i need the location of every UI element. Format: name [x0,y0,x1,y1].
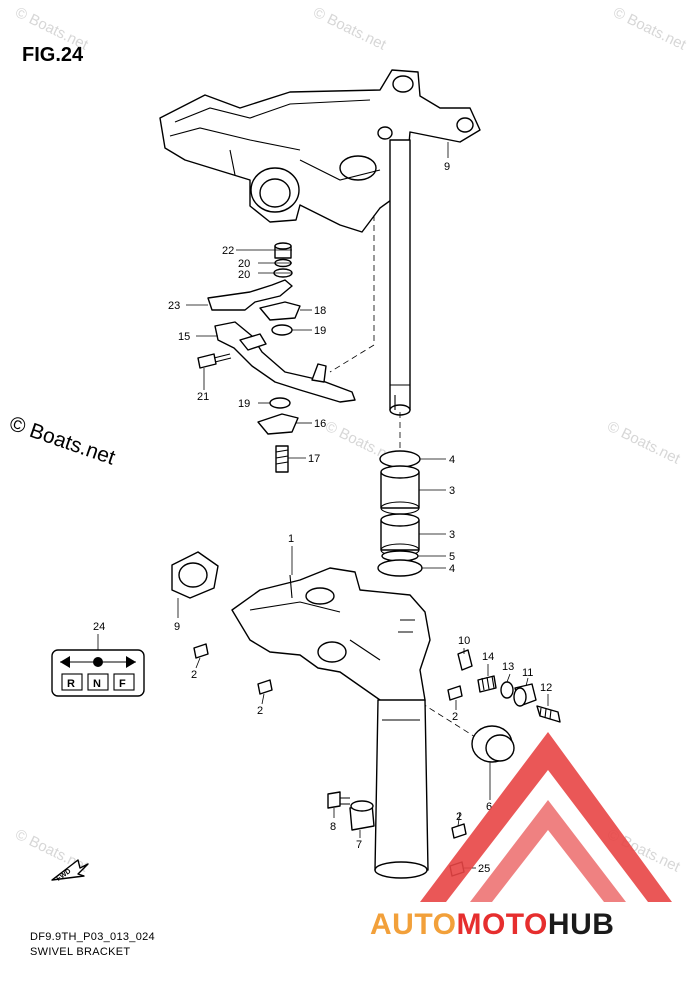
callout-6: 6 [486,801,492,813]
shift-indicator-plate: R N F [51,649,145,697]
collar-7 [349,800,375,831]
swivel-tube [374,699,429,879]
plug-6 [471,725,515,763]
figure-title: FIG.24 [22,44,84,66]
bolt-8 [327,791,350,809]
callout-12: 12 [540,682,552,694]
callout-19: 19 [238,398,250,410]
callout-9: 9 [174,621,180,633]
callout-22: 22 [222,245,234,257]
automotohub-logo-mark [420,732,672,902]
callout-25: 25 [478,863,490,875]
washer-19a [271,324,293,336]
brand-part-hub: HUB [547,908,615,941]
callout-20: 20 [238,258,250,270]
callout-10: 10 [458,635,470,647]
brand-part-moto: MOTO [456,908,548,941]
bolt-21 [197,353,232,369]
callout-2: 2 [452,711,458,723]
shift-f-label: F [119,678,126,690]
clamp-bracket [159,69,481,233]
callout-24: 24 [93,621,105,633]
screw-2d [451,823,467,839]
callout-18: 18 [314,305,326,317]
leader-lines [97,142,549,869]
screw-2b [257,679,273,695]
callout-3: 3 [449,529,455,541]
shift-r-label: R [67,678,75,690]
steering-shaft [389,139,411,416]
callout-3: 3 [449,485,455,497]
stopper-10 [457,649,473,671]
callout-7: 7 [356,839,362,851]
callout-2: 2 [191,669,197,681]
automotohub-wordmark: AUTOMOTOHUB [370,908,614,942]
callout-4: 4 [449,454,455,466]
nut-22 [274,242,292,259]
diagram-code: DF9.9TH_P03_013_024 [30,931,155,943]
callout-15: 15 [178,331,190,343]
screw-2c [447,685,463,701]
lever-plate-23 [207,279,293,311]
callout-1: 1 [288,533,294,545]
bolt-12 [536,705,561,723]
callout-14: 14 [482,651,494,663]
callout-16: 16 [314,418,326,430]
callout-23: 23 [168,300,180,312]
fwd-arrow: FWD [51,859,89,883]
callout-8: 8 [330,821,336,833]
callout-9: 9 [444,161,450,173]
fwd-label: FWD [55,868,72,883]
callouts: 9 22 20 20 23 18 15 19 21 19 16 17 4 3 3… [93,161,552,875]
callout-2: 2 [456,811,462,823]
knob-11 [513,683,537,707]
callout-19: 19 [314,325,326,337]
callout-20: 20 [238,269,250,281]
plate-16 [257,413,299,435]
callout-2: 2 [257,705,263,717]
washer-13 [500,681,514,699]
stud-17 [275,445,289,473]
brand-part-auto: AUTO [370,908,457,941]
washer-19b [269,397,291,409]
screw-2a [193,643,209,659]
spring-14 [477,675,497,693]
callout-11: 11 [522,667,533,679]
bushing-stack [377,450,423,577]
diagram-name: SWIVEL BRACKET [30,946,131,958]
callout-4: 4 [449,563,455,575]
callout-21: 21 [197,391,209,403]
bushing-9-lower [171,551,219,599]
callout-17: 17 [308,453,320,465]
plate-18 [259,301,301,321]
shift-n-label: N [93,678,101,690]
callout-13: 13 [502,661,514,673]
callout-5: 5 [449,551,455,563]
